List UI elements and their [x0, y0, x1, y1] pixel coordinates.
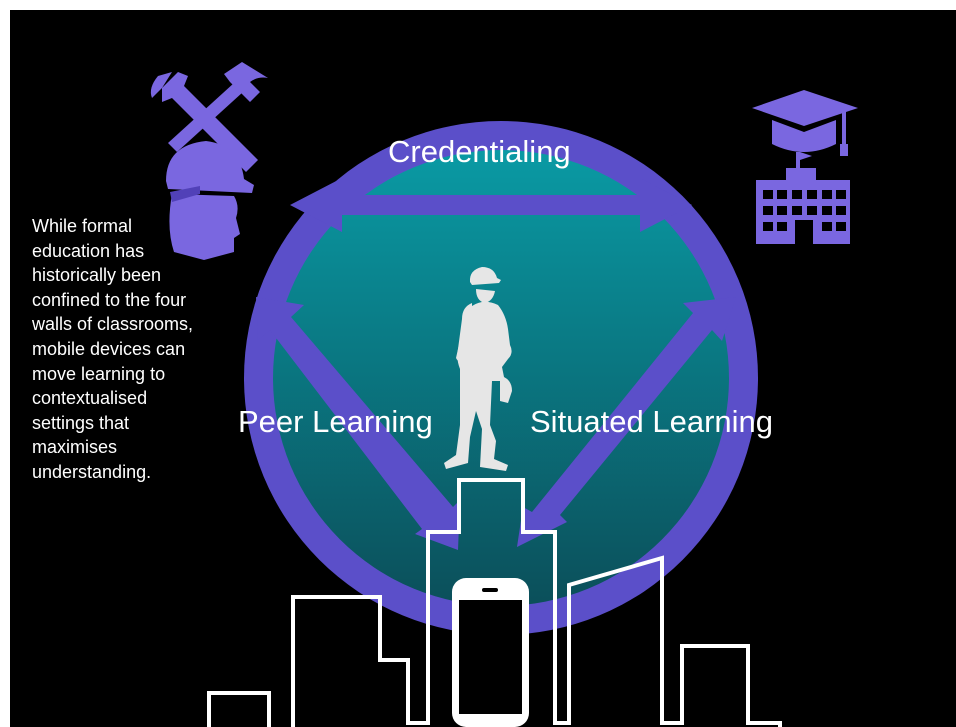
school-building-icon: [756, 152, 850, 244]
graduation-cap-icon: [752, 90, 858, 156]
situated-learning-arrow: [517, 297, 736, 547]
situated-learning-label: Situated Learning: [530, 404, 774, 439]
peer-learning-label: Peer Learning: [238, 404, 433, 439]
description-line: While formal: [32, 216, 133, 236]
diagram-canvas: [150, 62, 858, 727]
description-line: settings that: [32, 412, 130, 433]
hammer-icon: [168, 62, 268, 152]
hard-hat-head-icon: [166, 141, 254, 260]
description-line: confined to the four: [32, 289, 187, 310]
description-line: move learning to: [32, 363, 166, 384]
credentialing-arrow: [290, 178, 692, 232]
description-line: education has: [32, 240, 145, 261]
city-skyline-icon: [207, 478, 782, 727]
description-line: maximises: [32, 437, 118, 458]
description-paragraph: While formal education has historically …: [32, 214, 232, 485]
construction-worker-icon: [444, 267, 512, 471]
description-line: contextualised: [32, 388, 148, 409]
slide: Credentialing Peer Learning Situated Lea…: [10, 10, 956, 727]
description-line: understanding.: [32, 461, 152, 482]
smartphone-icon: [452, 578, 529, 727]
description-line: historically been: [32, 265, 162, 286]
peer-learning-arrow: [256, 297, 460, 550]
credentialing-label: Credentialing: [388, 134, 571, 169]
saw-hammer-icon: [150, 62, 268, 172]
description-line: mobile devices can: [32, 338, 186, 359]
description-line: walls of classrooms,: [32, 314, 194, 335]
